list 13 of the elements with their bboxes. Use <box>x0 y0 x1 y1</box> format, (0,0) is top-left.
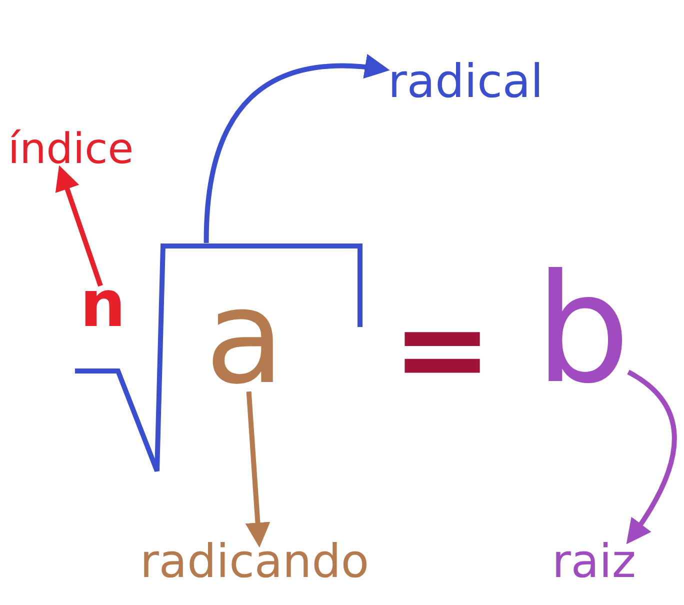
index-term: índice <box>8 128 134 170</box>
radicand-term: radicando <box>140 538 370 584</box>
index-letter: n <box>80 273 126 337</box>
arrow <box>626 370 677 544</box>
radicand-letter: a <box>205 272 285 402</box>
root-term: raiz <box>552 538 636 584</box>
arrow <box>204 54 390 244</box>
radical-sign <box>72 243 364 475</box>
radical-term: radical <box>388 58 544 104</box>
equals-sign: = <box>392 290 493 410</box>
arrow <box>55 165 103 287</box>
arrow <box>245 391 270 548</box>
root-letter: b <box>535 255 630 405</box>
